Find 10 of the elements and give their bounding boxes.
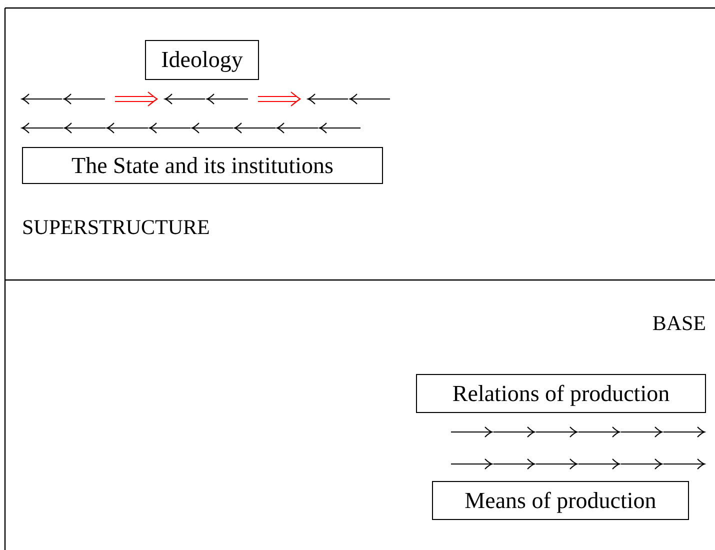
- text-box: [432, 481, 689, 520]
- box-label: Means of production: [464, 488, 656, 514]
- box-label: Relations of production: [452, 380, 670, 406]
- box-label: Ideology: [161, 47, 243, 73]
- text-box: [416, 374, 706, 413]
- section-label: BASE: [652, 311, 706, 336]
- text-box: [145, 40, 259, 80]
- text-box: [22, 147, 383, 184]
- box-label: The State and its institutions: [72, 152, 334, 178]
- section-label: SUPERSTRUCTURE: [22, 215, 210, 240]
